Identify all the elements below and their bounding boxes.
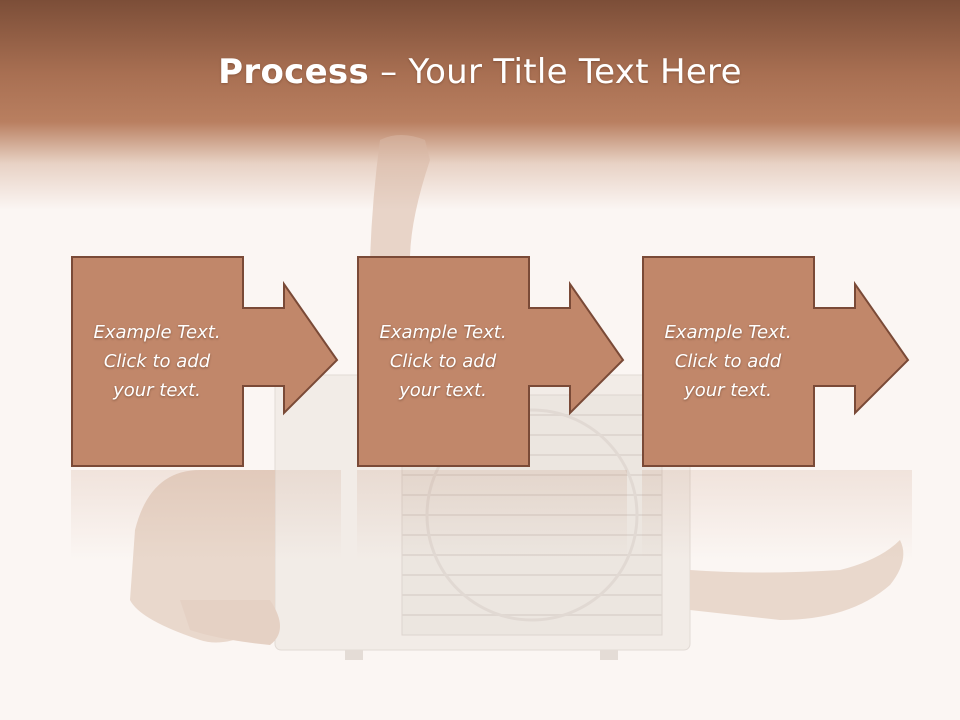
- title-rest: – Your Title Text Here: [369, 52, 742, 92]
- step-1-reflection: [71, 470, 341, 560]
- step-arrow-shape: [357, 256, 625, 467]
- slide-title[interactable]: Process – Your Title Text Here: [0, 52, 960, 92]
- step-2-text[interactable]: Example Text. Click to add your text.: [379, 322, 507, 401]
- step-arrow-shape: [71, 256, 339, 467]
- step-arrow-shape: [642, 256, 910, 467]
- step-3-reflection: [642, 470, 912, 560]
- process-step-3[interactable]: Example Text. Click to add your text.: [642, 256, 912, 467]
- step-3-text[interactable]: Example Text. Click to add your text.: [664, 322, 792, 401]
- title-bold: Process: [218, 52, 370, 92]
- step-1-text[interactable]: Example Text. Click to add your text.: [93, 322, 221, 401]
- process-step-1[interactable]: Example Text. Click to add your text.: [71, 256, 341, 467]
- header-band: [0, 0, 960, 210]
- step-2-reflection: [357, 470, 627, 560]
- process-step-2[interactable]: Example Text. Click to add your text.: [357, 256, 627, 467]
